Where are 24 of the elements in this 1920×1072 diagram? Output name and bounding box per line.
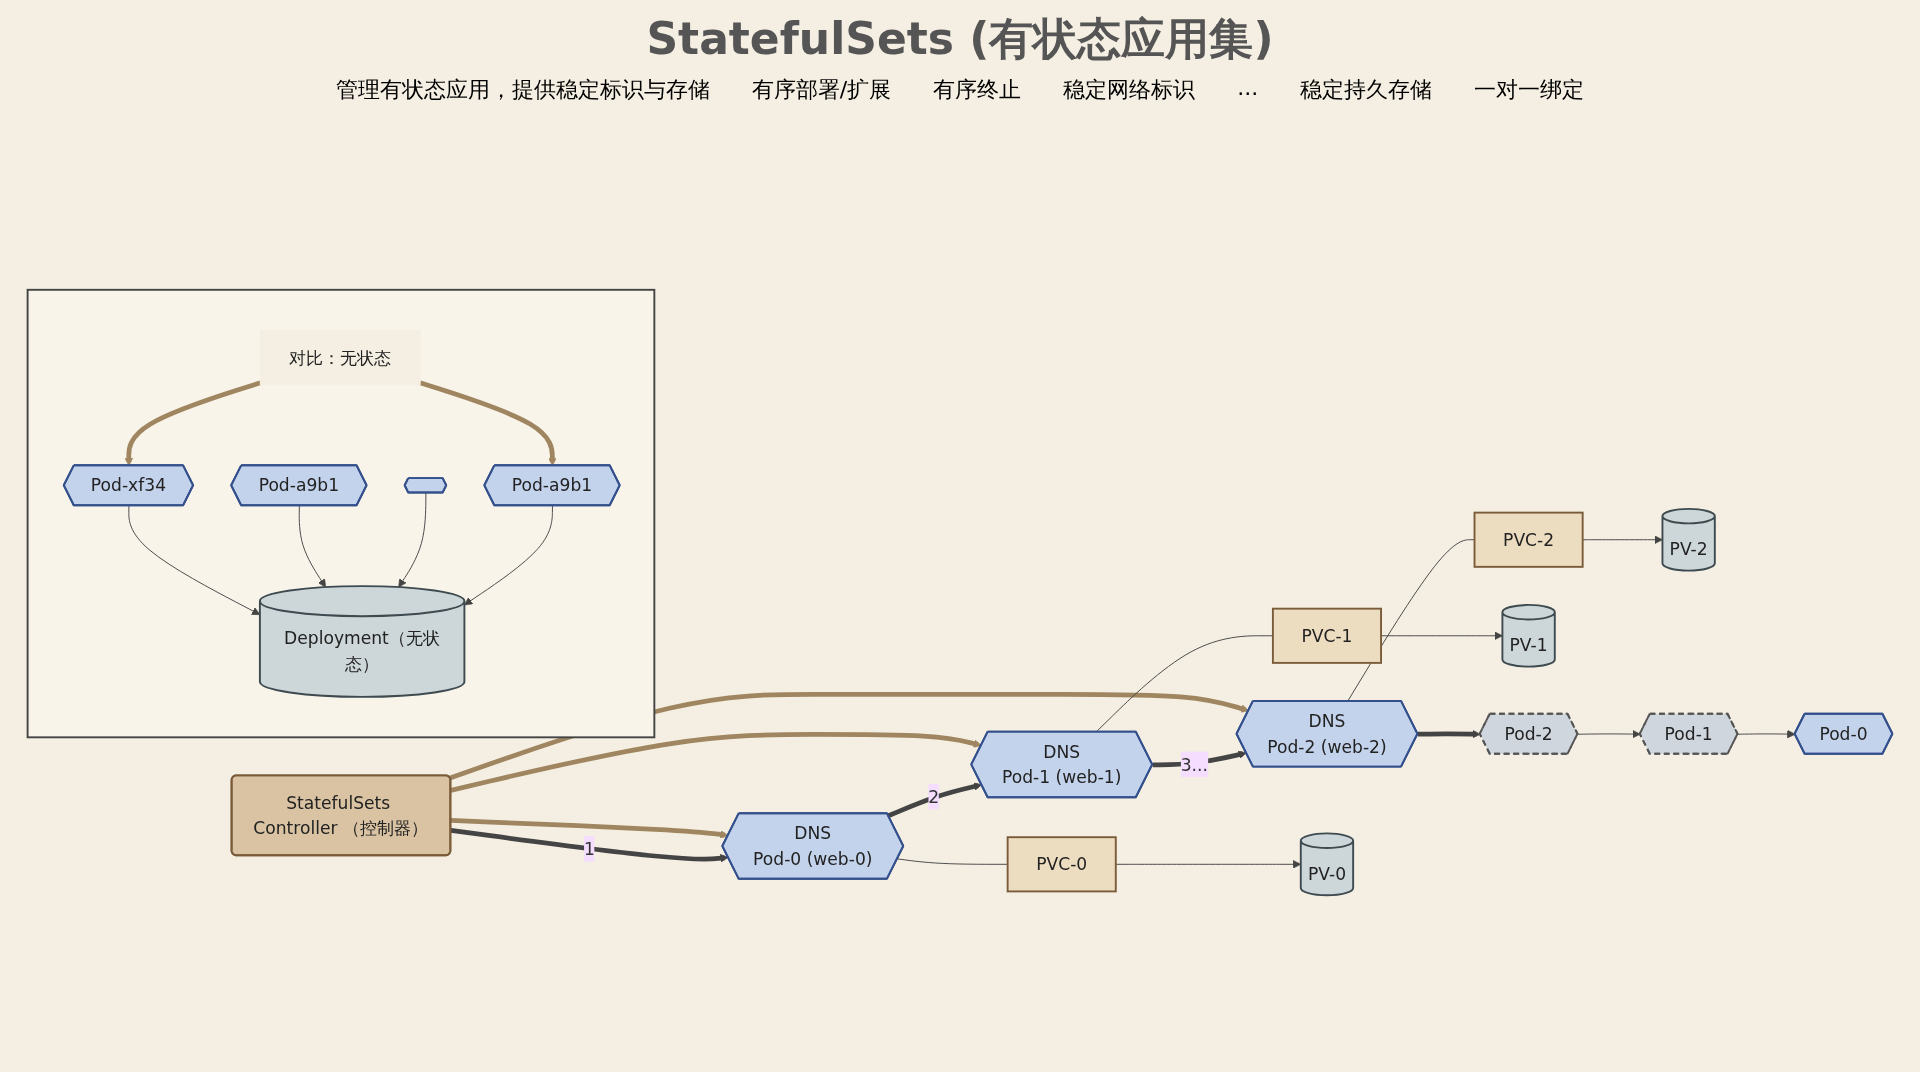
edge-label: 1 xyxy=(584,838,595,859)
title: StatefulSets (有状态应用集) xyxy=(646,12,1274,66)
connector xyxy=(1347,539,1475,702)
node-box: PVC-1 xyxy=(1271,607,1382,664)
arrow xyxy=(450,818,729,839)
note-text: ... xyxy=(1236,74,1260,102)
node-box: PVC-0 xyxy=(1006,836,1117,893)
node-box: PVC-2 xyxy=(1473,511,1584,568)
note-text: 稳定持久存储 xyxy=(1299,76,1434,104)
arrow xyxy=(124,380,262,467)
arrow xyxy=(450,732,982,793)
edge-label: 2 xyxy=(928,786,940,807)
node-box: 对比：无状态 xyxy=(259,329,421,385)
edge-label: 3... xyxy=(1180,754,1208,775)
arrow xyxy=(419,380,557,467)
arrow xyxy=(887,782,982,818)
note-text: 管理有状态应用，提供稳定标识与存储 xyxy=(334,76,711,104)
note-text: 一对一绑定 xyxy=(1473,76,1586,104)
note-text: 有序部署/扩展 xyxy=(750,76,893,104)
arrow xyxy=(1417,729,1481,739)
arrow xyxy=(450,828,729,863)
note-text: 有序终止 xyxy=(932,76,1023,104)
note-text: 稳定网络标识 xyxy=(1062,76,1197,104)
cluster xyxy=(26,288,656,739)
